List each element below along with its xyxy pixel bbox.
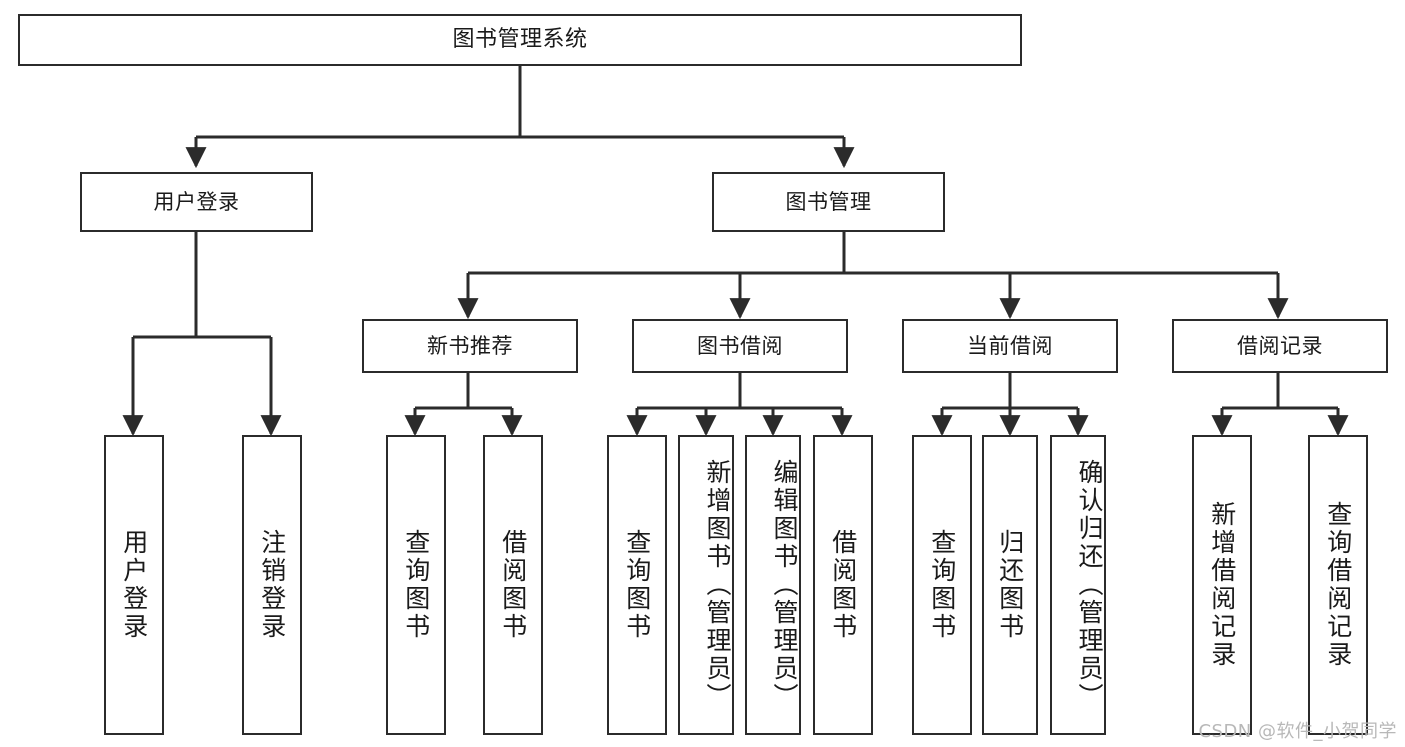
leaf-logout-label: 注销登录 xyxy=(257,529,287,641)
leaf-br-query-record-label: 查询借阅记录 xyxy=(1323,501,1353,669)
node-root-label: 图书管理系统 xyxy=(452,27,588,53)
leaf-user-login-label: 用户登录 xyxy=(119,529,149,641)
leaf-bb-edit-book-admin-label: 编辑图书（管理员） xyxy=(770,459,799,711)
leaf-bb-edit-book-admin[interactable]: 编辑图书（管理员） xyxy=(745,435,801,735)
leaf-br-add-record[interactable]: 新增借阅记录 xyxy=(1192,435,1252,735)
leaf-nb-borrow-book-label: 借阅图书 xyxy=(498,529,528,641)
node-new-book-recommend[interactable]: 新书推荐 xyxy=(362,319,578,373)
leaf-bb-borrow-book[interactable]: 借阅图书 xyxy=(813,435,873,735)
leaf-nb-query-book[interactable]: 查询图书 xyxy=(386,435,446,735)
leaf-nb-borrow-book[interactable]: 借阅图书 xyxy=(483,435,543,735)
node-new-book-recommend-label: 新书推荐 xyxy=(427,333,513,358)
leaf-cb-query-book-label: 查询图书 xyxy=(927,529,957,641)
node-current-borrow-label: 当前借阅 xyxy=(967,333,1053,358)
leaf-br-add-record-label: 新增借阅记录 xyxy=(1207,501,1237,669)
leaf-bb-query-book[interactable]: 查询图书 xyxy=(607,435,667,735)
leaf-bb-query-book-label: 查询图书 xyxy=(622,529,652,641)
leaf-bb-add-book-admin[interactable]: 新增图书（管理员） xyxy=(678,435,734,735)
leaf-user-login[interactable]: 用户登录 xyxy=(104,435,164,735)
node-user-login-label: 用户登录 xyxy=(153,189,240,214)
leaf-cb-return-book-label: 归还图书 xyxy=(995,529,1025,641)
leaf-logout[interactable]: 注销登录 xyxy=(242,435,302,735)
node-book-borrow[interactable]: 图书借阅 xyxy=(632,319,848,373)
leaf-cb-return-book[interactable]: 归还图书 xyxy=(982,435,1038,735)
leaf-bb-borrow-book-label: 借阅图书 xyxy=(828,529,858,641)
node-book-borrow-label: 图书借阅 xyxy=(697,333,783,358)
leaf-cb-confirm-return-admin-label: 确认归还（管理员） xyxy=(1075,459,1104,711)
leaf-br-query-record[interactable]: 查询借阅记录 xyxy=(1308,435,1368,735)
node-borrow-record-label: 借阅记录 xyxy=(1237,333,1323,358)
leaf-nb-query-book-label: 查询图书 xyxy=(401,529,431,641)
leaf-bb-add-book-admin-label: 新增图书（管理员） xyxy=(703,459,732,711)
leaf-cb-query-book[interactable]: 查询图书 xyxy=(912,435,972,735)
leaf-cb-confirm-return-admin[interactable]: 确认归还（管理员） xyxy=(1050,435,1106,735)
node-book-management-label: 图书管理 xyxy=(785,189,872,214)
node-root-system[interactable]: 图书管理系统 xyxy=(18,14,1022,66)
node-user-login[interactable]: 用户登录 xyxy=(80,172,313,232)
watermark-text: CSDN @软件_小贺同学 xyxy=(1198,721,1397,742)
node-book-management[interactable]: 图书管理 xyxy=(712,172,945,232)
node-current-borrow[interactable]: 当前借阅 xyxy=(902,319,1118,373)
node-borrow-record[interactable]: 借阅记录 xyxy=(1172,319,1388,373)
